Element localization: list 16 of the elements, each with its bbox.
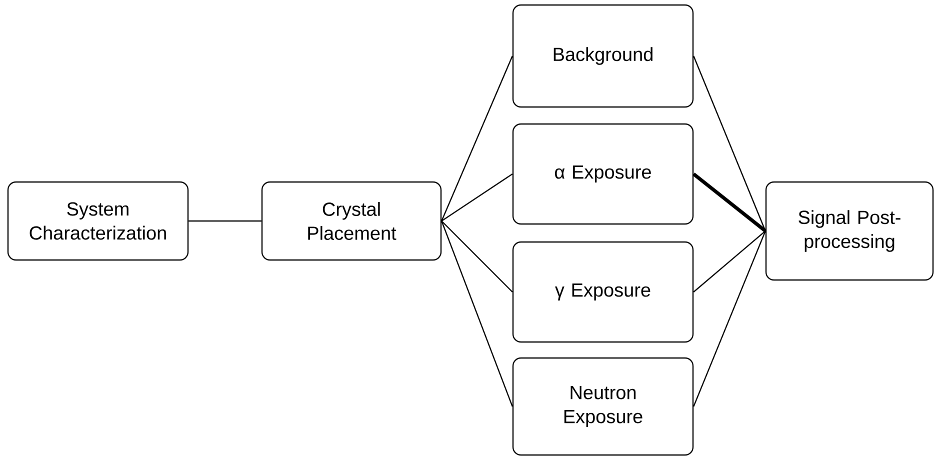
process-box: System Characterization bbox=[7, 181, 189, 261]
connector-line bbox=[441, 220, 513, 292]
connector-line bbox=[693, 56, 766, 232]
process-box: Signal Post-processing bbox=[765, 181, 934, 281]
process-box: Crystal Placement bbox=[261, 181, 442, 261]
process-box: γ Exposure bbox=[512, 241, 694, 343]
connector-line bbox=[693, 230, 766, 292]
connector-line bbox=[692, 172, 767, 232]
connector-line bbox=[188, 220, 262, 222]
connector-line bbox=[441, 220, 513, 407]
process-box: α Exposure bbox=[512, 123, 694, 225]
connector-line bbox=[693, 230, 766, 407]
process-box: Background bbox=[512, 4, 694, 108]
connector-line bbox=[441, 56, 513, 222]
connector-line bbox=[441, 174, 513, 222]
process-box: Neutron Exposure bbox=[512, 357, 694, 456]
